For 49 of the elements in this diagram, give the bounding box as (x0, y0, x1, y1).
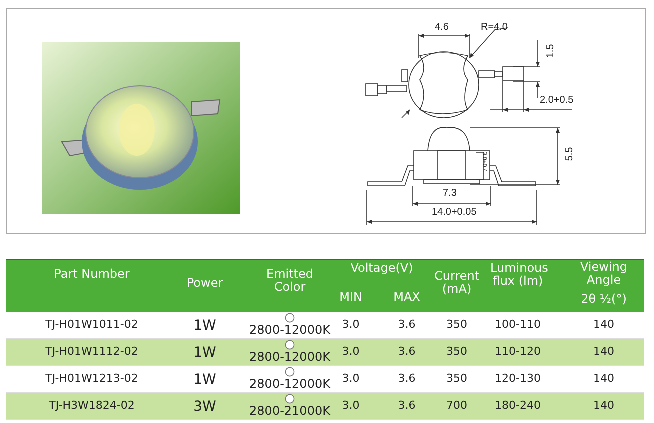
table-cell: 110-120 (495, 346, 541, 358)
table-cell: 140 (594, 319, 614, 331)
column-header: Power (186, 277, 224, 290)
table-cell: 1W (194, 319, 216, 334)
column-header: Emitted Color (265, 268, 314, 294)
table-cell: 350 (446, 373, 468, 385)
table-cell: 1W (194, 373, 216, 388)
table-cell: 3.6 (398, 319, 416, 331)
table-cell: 2800-12000K (250, 324, 330, 337)
column-header: Current (mA) (434, 270, 480, 296)
dimension-label: 2.0+0.5 (540, 96, 574, 106)
dimension-label: 7.3 (443, 189, 457, 200)
dimension-label: 5.5 (566, 147, 576, 162)
table-cell: 3W (194, 400, 216, 415)
dimension-label: R=4.0 (481, 23, 508, 34)
table-cell: TJ-H01W1011-02 (46, 319, 138, 331)
table-cell: 180-240 (495, 400, 541, 412)
column-header: Part Number (53, 268, 131, 281)
table-cell: 3.0 (342, 346, 360, 358)
dimension-label: 4.6 (435, 23, 449, 34)
table-cell: 1W (194, 346, 216, 361)
column-header: Viewing Angle (579, 261, 629, 286)
table-cell: 3.0 (342, 400, 360, 412)
dimension-label: 1.5 (546, 44, 558, 58)
table-cell: 100-110 (495, 319, 541, 331)
table-cell: 120-130 (495, 373, 541, 385)
column-header: 2θ ½(°) (580, 293, 628, 306)
table-cell: 2800-12000K (250, 378, 330, 391)
table-cell: 140 (594, 373, 614, 385)
table-cell: 3.6 (398, 373, 416, 385)
table-cell: 350 (446, 319, 468, 331)
dimension-label: 14.0+0.05 (432, 208, 477, 218)
column-header: MIN (338, 291, 364, 304)
table-cell: 3.0 (342, 373, 360, 385)
column-header: Luminous flux (lm) (490, 262, 546, 288)
table-cell: TJ-H3W1824-02 (49, 400, 135, 412)
table-cell: 140 (594, 346, 614, 358)
table-cell: TJ-H01W1213-02 (46, 373, 138, 385)
table-cell: 3.6 (398, 346, 416, 358)
table-cell: 350 (446, 346, 468, 358)
table-cell: 2800-12000K (250, 351, 330, 364)
table-cell: TJ-H01W1112-02 (46, 346, 138, 358)
column-header: MAX (392, 291, 422, 304)
table-cell: 700 (446, 400, 468, 412)
table-cell: 3.6 (398, 400, 416, 412)
table-cell: 2800-21000K (250, 405, 330, 418)
table-cell: 140 (594, 400, 614, 412)
column-header: Voltage(V) (350, 262, 414, 275)
table-cell: 3.0 (342, 319, 360, 331)
